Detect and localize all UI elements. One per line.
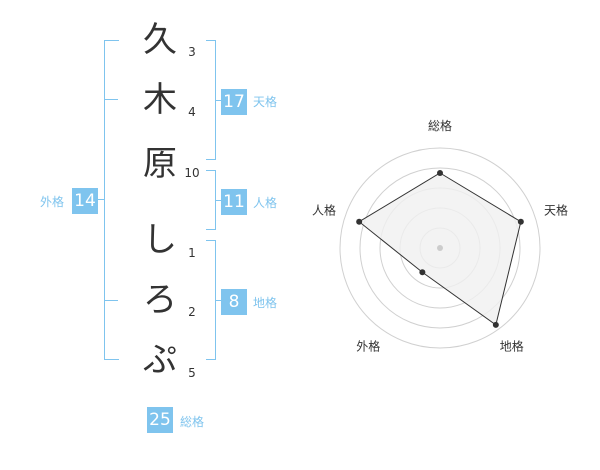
- gaikaku-label: 外格: [40, 195, 65, 209]
- radar-point: [419, 269, 426, 276]
- stroke-count-2: 4: [188, 105, 196, 119]
- tenkaku-value-badge: 17: [221, 89, 247, 115]
- tenkaku-bracket-connector: [215, 100, 221, 101]
- radar-center-dot: [437, 245, 443, 251]
- name-char-5: ろ: [143, 280, 177, 320]
- radar-point: [517, 218, 524, 225]
- tenkaku-label: 天格: [253, 95, 278, 109]
- jinkaku-bracket-connector: [215, 200, 221, 201]
- stroke-count-3: 10: [184, 166, 200, 180]
- radar-axis-label: 天格: [544, 202, 568, 217]
- jinkaku-label: 人格: [253, 196, 278, 210]
- stroke-count-5: 2: [188, 305, 196, 319]
- name-char-3: 原: [143, 144, 177, 184]
- soukaku-label: 総格: [180, 415, 205, 429]
- radar-axis-label: 人格: [312, 202, 336, 217]
- chikaku-label: 地格: [253, 296, 278, 310]
- radar-ring: [359, 167, 521, 329]
- gaikaku-bracket: [104, 40, 119, 360]
- stroke-count-1: 3: [188, 45, 196, 59]
- soukaku-value-badge: 25: [147, 407, 173, 433]
- radar-point: [437, 170, 443, 176]
- radar-axis-label: 地格: [500, 339, 524, 354]
- radar-point: [356, 218, 363, 225]
- stroke-count-4: 1: [188, 246, 196, 260]
- name-char-4: し: [143, 220, 177, 260]
- gaikaku-bracket-tick: [104, 300, 118, 301]
- chikaku-bracket-connector: [215, 300, 221, 301]
- gaikaku-bracket-connector: [96, 199, 104, 200]
- gaikaku-bracket-tick: [104, 99, 118, 100]
- radar-axis-label: 外格: [356, 339, 380, 354]
- radar-point: [492, 321, 499, 328]
- jinkaku-value-badge: 11: [221, 189, 247, 215]
- chikaku-value-badge: 8: [221, 289, 247, 315]
- radar-ring: [339, 147, 541, 349]
- name-char-2: 木: [143, 80, 177, 120]
- stroke-count-6: 5: [188, 366, 196, 380]
- name-char-1: 久: [143, 20, 177, 60]
- gaikaku-value-badge: 14: [72, 188, 98, 214]
- name-char-6: ぷ: [143, 340, 177, 380]
- radar-axis-label: 総格: [428, 118, 452, 133]
